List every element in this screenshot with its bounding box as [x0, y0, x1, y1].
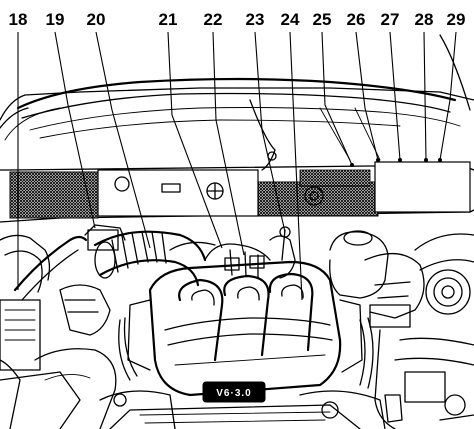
callout-25: 25	[313, 10, 332, 29]
callout-19: 19	[46, 10, 65, 29]
lower-engine	[99, 390, 386, 429]
leader-lines	[17, 31, 457, 301]
callout-22: 22	[204, 10, 223, 29]
callout-26: 26	[347, 10, 366, 29]
callout-21: 21	[159, 10, 178, 29]
leader-25	[321, 31, 353, 166]
leader-23	[254, 31, 286, 233]
callout-23: 23	[246, 10, 265, 29]
leader-20	[95, 31, 151, 249]
windshield	[16, 77, 461, 171]
callout-27: 27	[381, 10, 400, 29]
leader-27	[389, 31, 401, 161]
left-components	[0, 234, 117, 429]
callout-28: 28	[415, 10, 434, 29]
leader-26	[355, 31, 379, 161]
intake-manifold	[127, 260, 363, 397]
callout-29: 29	[447, 10, 466, 29]
leader-28	[423, 31, 427, 161]
leader-29	[439, 31, 457, 161]
callout-20: 20	[87, 10, 106, 29]
leader-21	[167, 31, 223, 249]
right-components	[329, 230, 474, 429]
leader-19	[54, 31, 96, 229]
leader-22	[212, 31, 245, 256]
engine-badge: V6·3.0	[216, 388, 251, 399]
intake-hose	[84, 224, 216, 287]
callout-24: 24	[281, 10, 300, 29]
hood-edges	[0, 34, 474, 141]
callout-18: 18	[9, 10, 28, 29]
cowl-panel	[0, 161, 474, 223]
leader-24	[289, 31, 303, 301]
callout-labels: 18 19 20 21 22 23 24 25 26 27 28 29	[9, 10, 466, 29]
engine-badge-plate	[202, 381, 266, 403]
engine-badge-group: V6·3.0	[202, 381, 266, 403]
